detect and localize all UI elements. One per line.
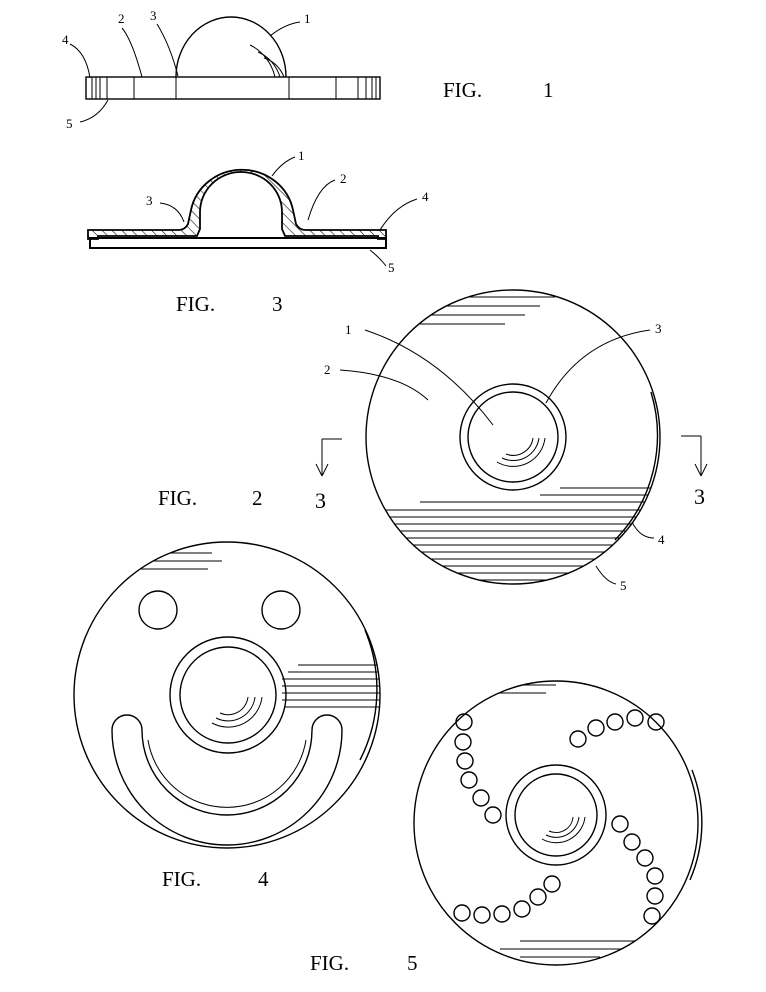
- fig3-ref-2: 2: [340, 171, 347, 186]
- fig4-dome-outer: [169, 636, 287, 754]
- fig4-dome-arcs: [211, 696, 263, 728]
- fig1-number: 1: [543, 78, 554, 102]
- fig4-disc-outline: [73, 541, 381, 849]
- fig5-label: FIG.: [310, 951, 349, 975]
- fig2-drawing: 1 3 2 4 5 3 3 FIG. 2: [158, 289, 708, 593]
- fig2-ref-4: 4: [658, 532, 665, 547]
- fig1-ref-2: 2: [118, 11, 125, 26]
- fig2-leaders: [339, 329, 655, 585]
- fig4-left-eye: [138, 590, 178, 630]
- fig5-number: 5: [407, 951, 418, 975]
- fig1-label: FIG.: [443, 78, 482, 102]
- fig4-label: FIG.: [162, 867, 201, 891]
- fig1-ref-4: 4: [62, 32, 69, 47]
- fig1-ref-1: 1: [304, 11, 311, 26]
- fig5-dome-inner: [514, 773, 598, 857]
- fig3-label: FIG.: [176, 292, 215, 316]
- fig5-disc-outline: [413, 680, 699, 966]
- fig5-dome-outer: [505, 764, 607, 866]
- fig3-ref-5: 5: [388, 260, 395, 275]
- fig2-ref-1: 1: [345, 322, 352, 337]
- fig2-disc-outline: [365, 289, 661, 585]
- fig1-base-disc: [85, 76, 381, 100]
- fig2-dome-arcs: [496, 437, 546, 467]
- fig2-label: FIG.: [158, 486, 197, 510]
- fig3-number: 3: [272, 292, 283, 316]
- section-mark-left: 3: [315, 488, 326, 513]
- fig4-drawing: FIG. 4: [73, 541, 381, 891]
- fig3-base-layer: [89, 237, 387, 249]
- fig3-ref-1: 1: [298, 148, 305, 163]
- fig1-drawing: 2 3 1 4 5 FIG. 1: [62, 8, 554, 131]
- fig1-dome: [175, 16, 287, 78]
- fig2-dome-outer: [459, 383, 567, 491]
- fig5-dome-arcs: [541, 816, 586, 844]
- fig5-drawing: FIG. 5: [310, 680, 703, 975]
- section-arrow-left: [315, 438, 342, 477]
- fig1-ref-3: 3: [150, 8, 157, 23]
- fig4-dome-inner: [179, 646, 277, 744]
- fig4-mouth-inner: [147, 739, 307, 808]
- section-mark-right: 3: [694, 484, 705, 509]
- fig2-ref-2: 2: [324, 362, 331, 377]
- fig3-section-hatched: [87, 168, 387, 240]
- fig4-shading: [132, 552, 380, 708]
- fig3-leaders: [159, 156, 418, 267]
- fig4-mouth: [111, 714, 343, 846]
- fig3-drawing: 1 2 3 4 5 FIG. 3: [87, 148, 429, 316]
- fig2-number: 2: [252, 486, 263, 510]
- fig4-number: 4: [258, 867, 269, 891]
- fig1-edge-lines: [91, 77, 377, 99]
- fig5-dots: [453, 709, 665, 925]
- fig1-ref-5: 5: [66, 116, 73, 131]
- fig3-ref-4: 4: [422, 189, 429, 204]
- fig2-ref-5: 5: [620, 578, 627, 593]
- fig2-ref-3: 3: [655, 321, 662, 336]
- fig3-ref-3: 3: [146, 193, 153, 208]
- fig4-right-eye: [261, 590, 301, 630]
- fig2-dome-inner: [467, 391, 559, 483]
- fig1-leaders: [69, 21, 301, 123]
- section-arrow-right: [681, 435, 708, 477]
